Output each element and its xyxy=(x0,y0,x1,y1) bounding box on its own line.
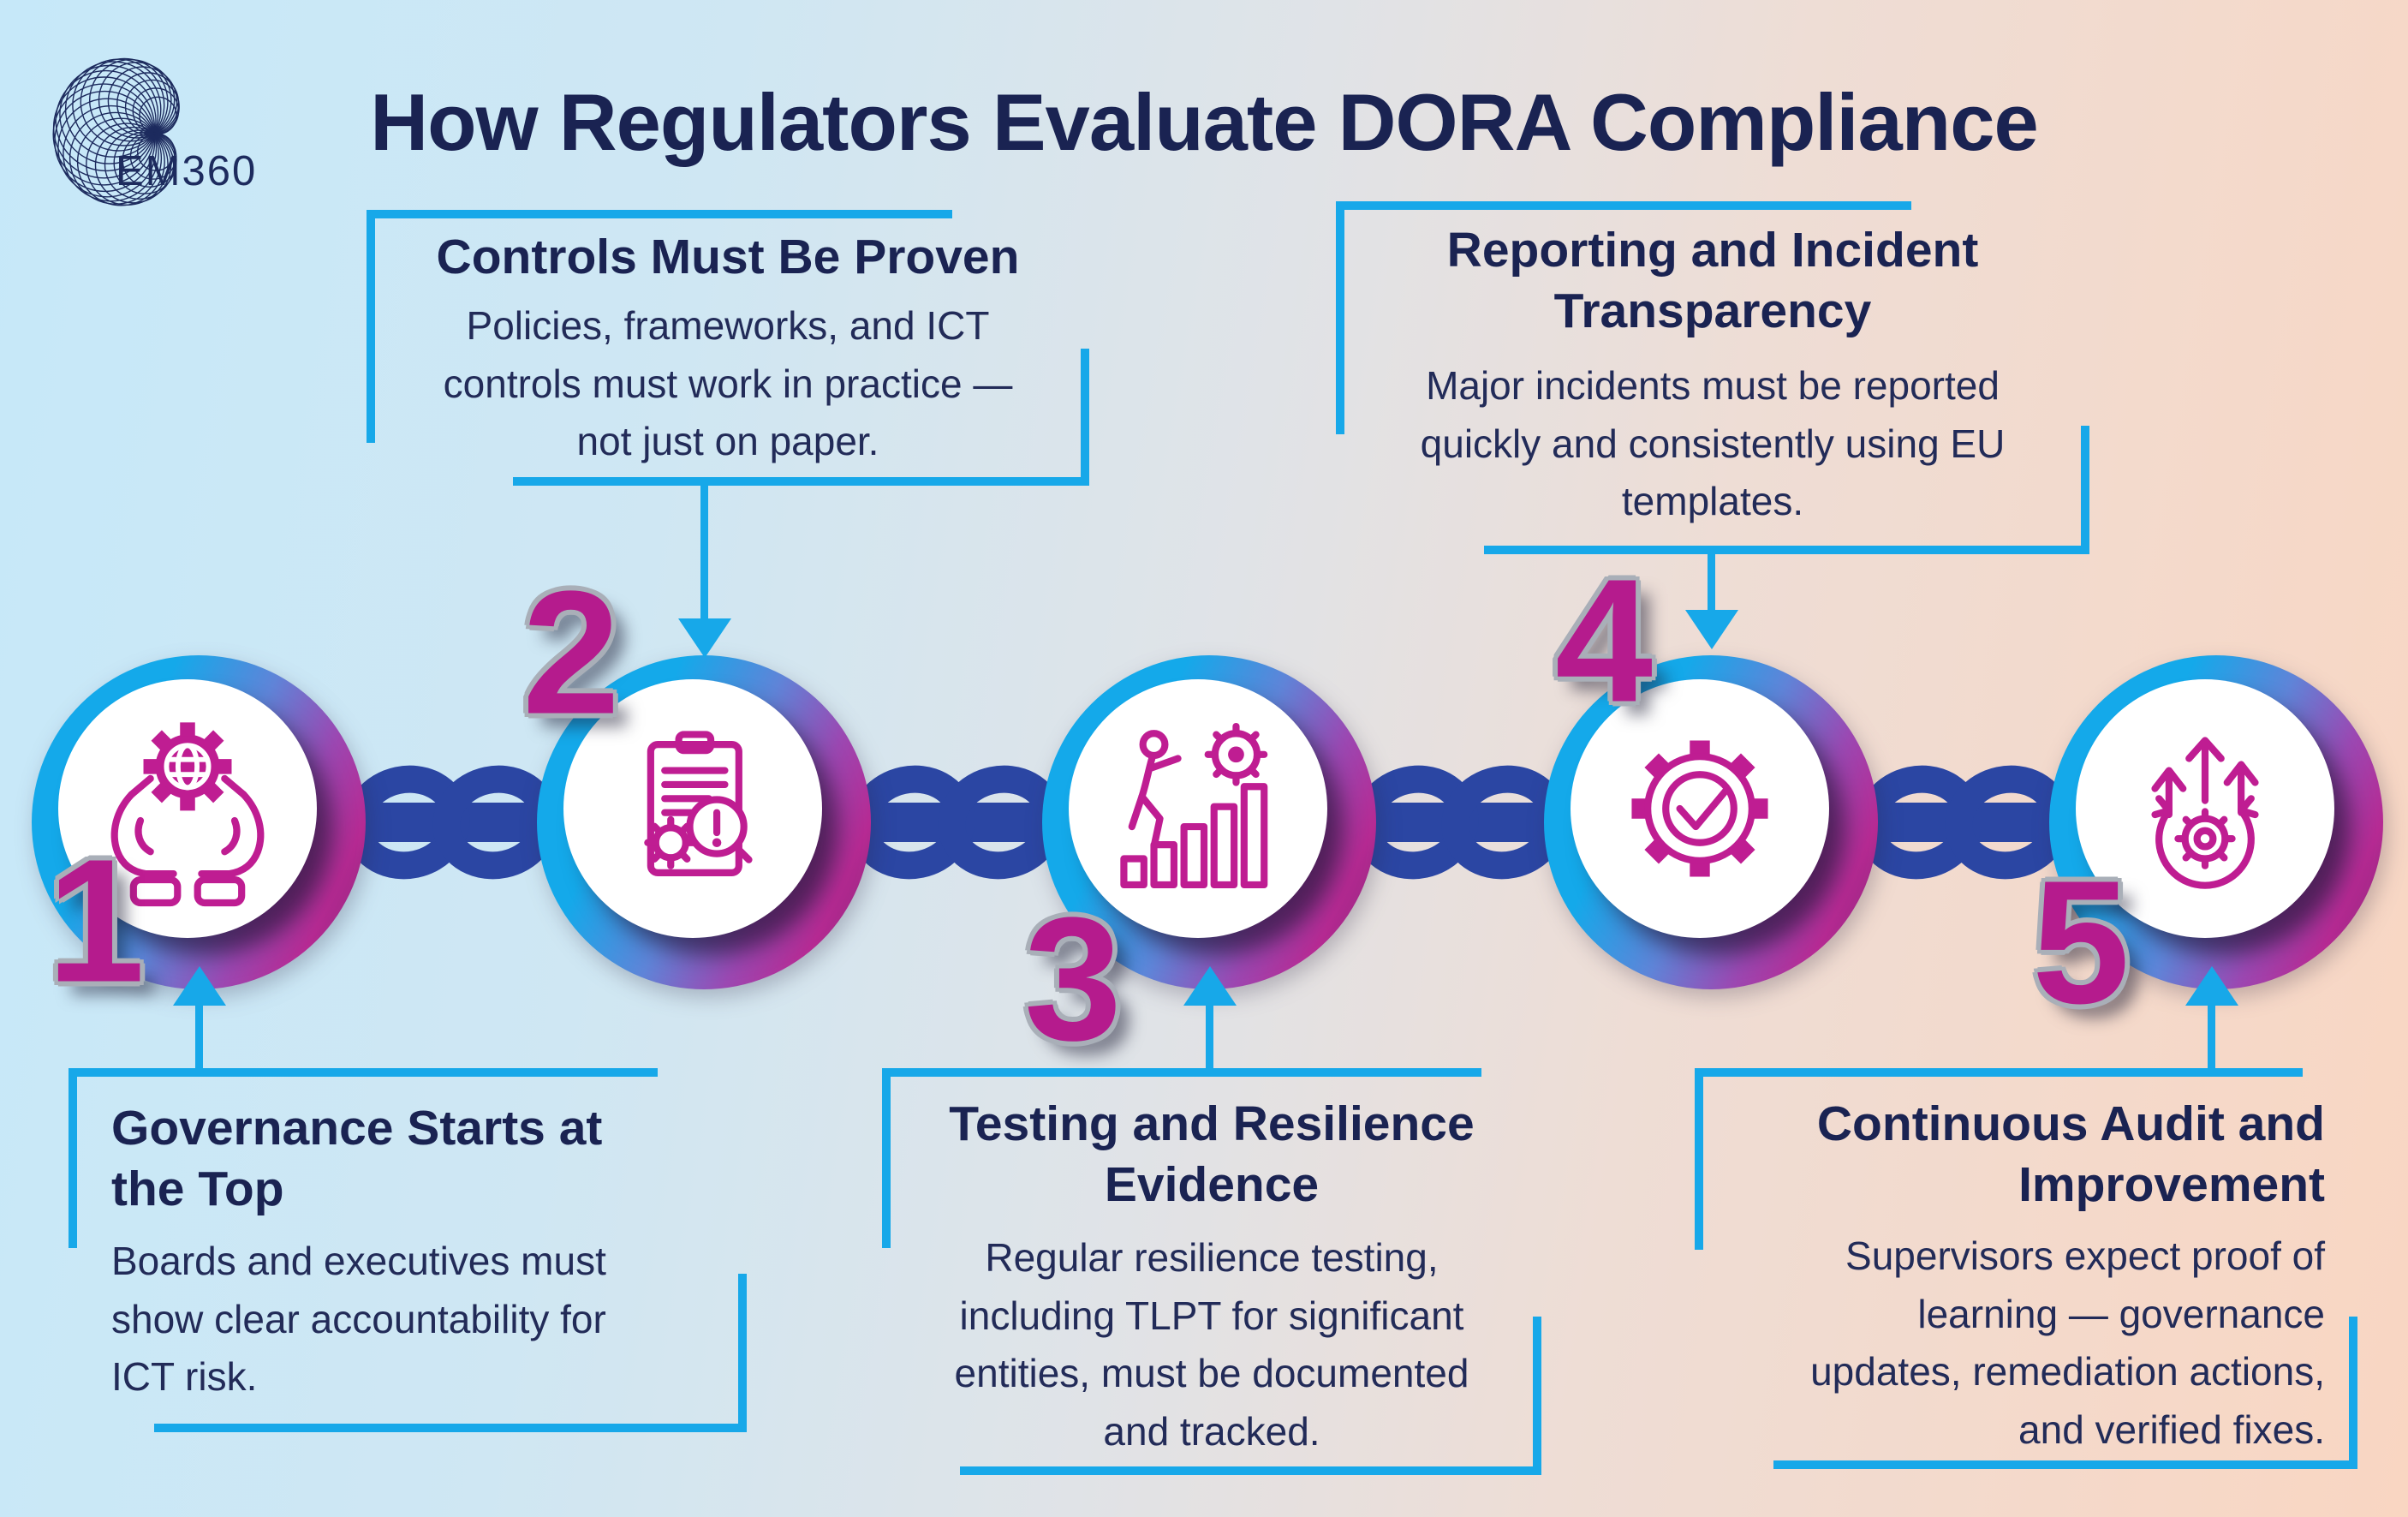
clipboard-gear-alert-magnifier-icon xyxy=(644,731,753,876)
callout-bracket-line xyxy=(1695,1068,1703,1250)
callout-bracket-line xyxy=(1484,546,2089,554)
step-3-circle-inner xyxy=(1069,679,1327,938)
step-3-number: 3 xyxy=(1023,881,1123,1078)
step-1-circle-inner xyxy=(58,679,317,938)
step-5-number: 5 xyxy=(2031,844,2131,1041)
callout-bracket-line xyxy=(69,1068,658,1077)
connector-arrow-down-step-2 xyxy=(678,618,731,658)
step-1-callout-body: Boards and executives must show clear ac… xyxy=(111,1239,606,1400)
step-5-callout-title: Continuous Audit and Improvement xyxy=(1816,1096,2325,1213)
connector-arrow-up-step-1 xyxy=(173,966,226,1006)
step-1-number: 1 xyxy=(46,822,146,1019)
step-5-callout-body: Supervisors expect proof of learning — g… xyxy=(1810,1233,2325,1452)
step-5-circle xyxy=(2049,655,2383,989)
callout-bracket-line xyxy=(69,1068,77,1248)
callout-bracket-line xyxy=(367,210,375,443)
callout-bracket-line xyxy=(882,1068,1481,1077)
gear-checkmark-icon xyxy=(1631,740,1768,877)
callout-bracket-line xyxy=(2081,426,2089,554)
step-1-circle xyxy=(32,655,366,989)
step-3-circle xyxy=(1042,655,1376,989)
callout-bracket-line xyxy=(1336,201,1344,434)
connector-line-step-3 xyxy=(1206,1002,1213,1074)
step-5-callout: Continuous Audit and Improvement Supervi… xyxy=(1695,1068,2357,1469)
step-2-callout-body: Policies, frameworks, and ICT controls m… xyxy=(443,303,1013,464)
person-climbing-bars-gear-icon xyxy=(1120,722,1268,889)
callout-bracket-line xyxy=(1336,201,1911,210)
connector-arrow-down-step-4 xyxy=(1685,610,1738,649)
step-4-circle xyxy=(1544,655,1878,989)
callout-bracket-line xyxy=(738,1274,747,1432)
callout-bracket-line xyxy=(154,1424,747,1432)
hands-holding-globe-gear-icon xyxy=(110,722,265,907)
callout-bracket-line xyxy=(1533,1317,1541,1475)
step-3-callout: Testing and Resilience Evidence Regular … xyxy=(882,1068,1541,1475)
callout-bracket-line xyxy=(1695,1068,2303,1077)
em360-logo: EM360 xyxy=(33,57,307,230)
connector-line-step-4 xyxy=(1708,552,1715,612)
callout-bracket-line xyxy=(2349,1317,2357,1469)
step-4-callout-title: Reporting and Incident Transparency xyxy=(1446,223,1979,339)
step-2-callout: Controls Must Be Proven Policies, framew… xyxy=(367,210,1089,486)
step-3-callout-title: Testing and Resilience Evidence xyxy=(949,1096,1475,1213)
step-2-circle xyxy=(537,655,871,989)
callout-bracket-line xyxy=(882,1068,891,1248)
step-1-callout-title: Governance Starts at the Top xyxy=(111,1101,603,1217)
step-4-callout-body: Major incidents must be reported quickly… xyxy=(1420,363,2006,524)
step-4-circle-inner xyxy=(1571,679,1829,938)
connector-line-step-1 xyxy=(195,1002,203,1074)
connector-line-step-2 xyxy=(700,484,708,621)
step-4-callout: Reporting and Incident Transparency Majo… xyxy=(1336,201,2089,554)
step-2-circle-inner xyxy=(563,679,822,938)
page-title: How Regulators Evaluate DORA Compliance xyxy=(370,76,2039,167)
arrows-up-gear-cycle-icon xyxy=(2151,737,2259,889)
callout-bracket-line xyxy=(367,210,952,218)
connector-arrow-up-step-5 xyxy=(2185,966,2238,1006)
callout-bracket-line xyxy=(1081,349,1089,486)
callout-bracket-line xyxy=(513,477,1089,486)
em360-logo-text: EM360 xyxy=(116,148,258,194)
callout-bracket-line xyxy=(1773,1460,2357,1469)
connector-line-step-5 xyxy=(2208,1002,2215,1074)
step-3-callout-body: Regular resilience testing, including TL… xyxy=(954,1235,1469,1454)
step-2-callout-title: Controls Must Be Proven xyxy=(436,230,1020,284)
em360-spiral-logo-icon xyxy=(52,57,180,206)
step-5-circle-inner xyxy=(2076,679,2334,938)
step-4-number: 4 xyxy=(1554,542,1654,739)
callout-bracket-line xyxy=(960,1466,1541,1475)
step-2-number: 2 xyxy=(522,554,621,751)
step-1-callout: Governance Starts at the Top Boards and … xyxy=(64,1068,749,1432)
connector-arrow-up-step-3 xyxy=(1183,966,1237,1006)
